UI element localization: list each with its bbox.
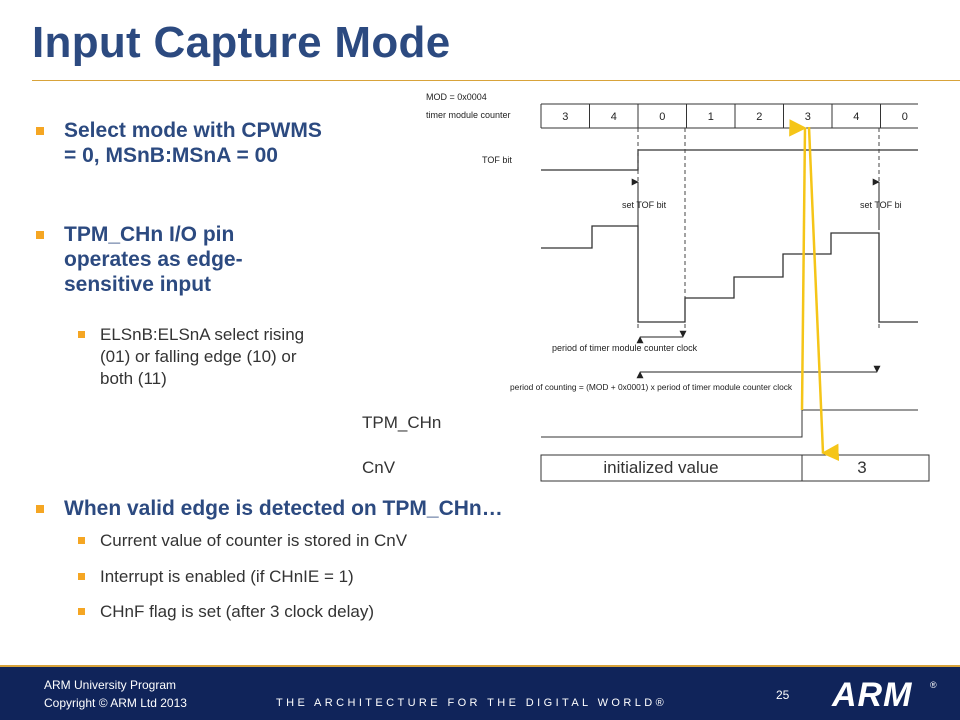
mod-label: MOD = 0x0004 <box>426 92 487 102</box>
footer-bar <box>0 667 960 720</box>
counter-cell-value: 2 <box>756 111 762 123</box>
clock-period-label: period of timer module counter clock <box>552 343 698 353</box>
bullet-square-icon <box>36 127 44 135</box>
bullet-square-icon <box>78 608 85 615</box>
capture-arrow-down <box>807 126 840 462</box>
tof-waveform <box>541 149 918 171</box>
set-tof-label-1: set TOF bit <box>622 200 667 210</box>
bullet-square-icon <box>36 231 44 239</box>
capture-arrow-up <box>789 119 807 411</box>
counter-cell-value: 0 <box>659 111 665 123</box>
counting-period-label: period of counting = (MOD + 0x0001) x pe… <box>510 382 793 392</box>
tpm-chn-waveform <box>541 409 918 438</box>
bullet-tpm-pin: TPM_CHn I/O pin operates as edge-sensiti… <box>36 222 306 297</box>
counter-cell-value: 4 <box>853 111 859 123</box>
counter-staircase-waveform <box>541 225 918 323</box>
counter-label: timer module counter <box>426 110 511 120</box>
bullet-square-icon <box>78 537 85 544</box>
bullet-square-icon <box>78 573 85 580</box>
counter-cells: 3 4 0 1 2 3 4 0 <box>540 104 908 128</box>
page-number: 25 <box>776 688 790 702</box>
cnv-register-box <box>540 454 930 482</box>
footer-copyright: Copyright © ARM Ltd 2013 <box>44 696 187 710</box>
counter-cell-value: 0 <box>902 111 908 123</box>
bullet-valid-edge: When valid edge is detected on TPM_CHn… <box>36 496 656 521</box>
title-divider <box>32 80 960 81</box>
bullet-square-icon <box>78 331 85 338</box>
cnv-initial-value: initialized value <box>603 458 718 477</box>
sub-bullet-edge-select: ELSnB:ELSnA select rising (01) or fallin… <box>78 324 310 390</box>
footer-program: ARM University Program <box>44 678 177 692</box>
tpm-chn-label: TPM_CHn <box>362 413 441 432</box>
bullet-text: When valid edge is detected on TPM_CHn… <box>64 497 503 520</box>
bullet-text: Current value of counter is stored in Cn… <box>100 531 408 550</box>
cnv-captured-value: 3 <box>857 458 866 477</box>
counter-cell-value: 3 <box>805 111 811 123</box>
footer-divider <box>0 665 960 667</box>
bullet-text: CHnF flag is set (after 3 clock delay) <box>100 602 374 621</box>
sub-bullet-counter-stored: Current value of counter is stored in Cn… <box>78 530 678 552</box>
bullet-square-icon <box>36 505 44 513</box>
counter-cell-value: 3 <box>562 111 568 123</box>
counter-cell-value: 1 <box>708 111 714 123</box>
bullet-select-mode: Select mode with CPWMS = 0, MSnB:MSnA = … <box>36 118 326 168</box>
counter-row: 3 4 0 1 2 3 4 0 <box>540 103 918 129</box>
tof-label: TOF bit <box>482 155 512 165</box>
sub-bullet-interrupt: Interrupt is enabled (if CHnIE = 1) <box>78 566 678 588</box>
bullet-text: TPM_CHn I/O pin operates as edge-sensiti… <box>64 223 243 296</box>
sub-bullet-flag-set: CHnF flag is set (after 3 clock delay) <box>78 601 678 623</box>
arm-logo: ARM <box>832 676 913 714</box>
bullet-text: ELSnB:ELSnA select rising (01) or fallin… <box>100 325 305 388</box>
bullet-text: Select mode with CPWMS = 0, MSnB:MSnA = … <box>64 119 322 167</box>
set-tof-label-2: set TOF bi <box>860 200 902 210</box>
footer-tagline: THE ARCHITECTURE FOR THE DIGITAL WORLD® <box>276 697 668 709</box>
bullet-text: Interrupt is enabled (if CHnIE = 1) <box>100 567 354 586</box>
counter-cell-value: 4 <box>611 111 617 123</box>
arm-logo-registered-mark: ® <box>930 680 937 690</box>
cnv-label: CnV <box>362 458 396 477</box>
slide-title: Input Capture Mode <box>32 18 451 67</box>
